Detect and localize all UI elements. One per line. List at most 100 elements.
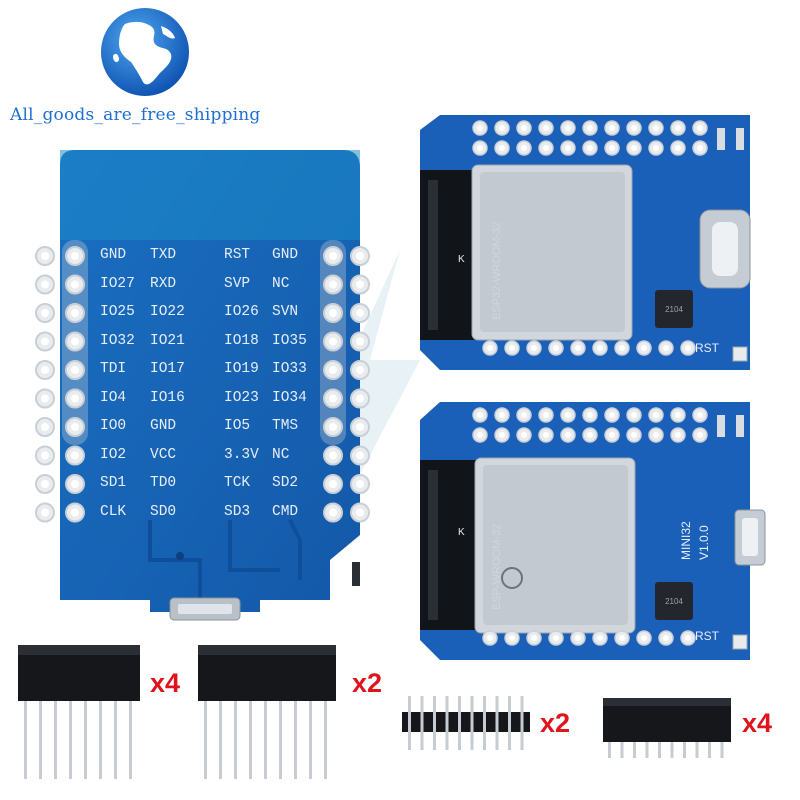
female-header-short	[603, 698, 731, 758]
pin-hole	[675, 412, 681, 418]
header-pin	[114, 701, 117, 779]
pin-hole	[697, 125, 703, 131]
pin-label-right-outer: IO35	[272, 332, 307, 349]
pin-hole	[553, 635, 559, 641]
header-pin	[658, 742, 661, 758]
module-label: ESP32-WROOM-32	[491, 222, 503, 320]
pin-hole	[41, 252, 49, 260]
pin-label-right-inner: IO18	[224, 332, 259, 349]
header-pin	[470, 696, 474, 750]
brand-slogan: All_goods_are_free_shipping	[10, 105, 261, 125]
pin-label-left-outer: CLK	[100, 503, 127, 520]
pin-label-left-inner: RXD	[150, 275, 177, 292]
header-pin	[279, 701, 282, 779]
pin-label-left-outer: IO25	[100, 304, 135, 320]
pin-hole	[356, 366, 364, 374]
header-pin	[24, 701, 27, 779]
pin-hole	[499, 432, 505, 438]
header-pin	[458, 696, 461, 750]
pin-label-right-inner: IO19	[224, 361, 259, 377]
header-pin	[309, 701, 312, 779]
pin-hole	[41, 423, 49, 431]
pin-hole	[71, 480, 79, 488]
pin-hole	[609, 145, 615, 151]
header-pin	[483, 696, 486, 750]
pin-hole	[356, 252, 364, 260]
pin-label-right-outer: IO34	[272, 389, 307, 406]
pin-label-right-inner: SVP	[224, 275, 251, 292]
pin-hole	[619, 345, 625, 351]
pin-label-right-inner: RST	[224, 247, 251, 263]
pin-hole	[329, 394, 337, 403]
pin-label-left-outer: IO4	[100, 389, 127, 406]
header-pin	[249, 701, 252, 779]
pin-label-left-inner: IO16	[150, 389, 185, 406]
header-pin	[204, 701, 207, 779]
pin-hole	[575, 635, 581, 641]
svg-text:ESP-WROOM-32: ESP-WROOM-32	[491, 524, 503, 610]
header-pin	[54, 701, 57, 779]
header-pin	[324, 701, 327, 779]
header-quantity-4: x4	[742, 708, 773, 738]
pin-hole	[329, 480, 337, 488]
pin-hole	[329, 280, 337, 289]
header-pin	[708, 742, 711, 758]
pin-label-right-inner: IO5	[224, 418, 251, 434]
pin-hole	[41, 337, 49, 346]
pin-label-left-inner: TD0	[150, 475, 177, 491]
pin-hole	[631, 145, 637, 151]
pin-hole	[329, 337, 337, 346]
pin-label-left-outer: IO32	[100, 332, 135, 349]
pin-hole	[609, 125, 615, 131]
header-quantity-3: x2	[540, 708, 571, 738]
pin-hole	[71, 252, 79, 260]
pin-hole	[531, 635, 537, 641]
pin-hole	[499, 145, 505, 151]
pin-hole	[543, 432, 549, 438]
svg-text:MINI32: MINI32	[679, 521, 693, 560]
header-pin	[408, 696, 411, 750]
pin-hole	[329, 508, 337, 517]
header-pin	[608, 742, 611, 758]
pin-hole	[329, 252, 337, 260]
pin-hole	[41, 309, 49, 317]
pin-hole	[329, 451, 337, 460]
pin-hole	[653, 432, 659, 438]
pin-hole	[543, 125, 549, 131]
pin-label-right-inner: SD3	[224, 503, 251, 520]
pin-hole	[631, 125, 637, 131]
pin-hole	[587, 145, 593, 151]
pin-hole	[509, 345, 515, 351]
pin-hole	[477, 125, 483, 131]
header-pin	[84, 701, 87, 779]
pin-hole	[71, 280, 79, 289]
pin-label-left-inner: SD0	[150, 503, 177, 520]
header-quantity-2: x2	[352, 668, 383, 698]
pin-hole	[543, 145, 549, 151]
pin-hole	[521, 125, 527, 131]
pin-hole	[521, 412, 527, 418]
header-pin	[445, 696, 449, 750]
pin-label-right-outer: IO33	[272, 361, 307, 377]
pin-label-right-outer: SVN	[272, 304, 299, 320]
pin-hole	[641, 345, 647, 351]
header-pin	[670, 742, 674, 758]
pin-label-left-outer: IO27	[100, 275, 135, 292]
pin-hole	[356, 309, 364, 317]
svg-text:RST: RST	[695, 341, 720, 355]
pin-hole	[619, 635, 625, 641]
pin-label-right-outer: TMS	[272, 418, 299, 434]
pin-hole	[553, 345, 559, 351]
pin-hole	[356, 337, 364, 346]
female-header-long-1	[18, 645, 140, 779]
svg-text:2104: 2104	[665, 305, 683, 314]
svg-text:K: K	[458, 527, 465, 538]
pin-hole	[675, 432, 681, 438]
pin-hole	[499, 125, 505, 131]
pin-hole	[71, 309, 79, 317]
header-pin	[99, 701, 102, 779]
pin-hole	[329, 309, 337, 317]
